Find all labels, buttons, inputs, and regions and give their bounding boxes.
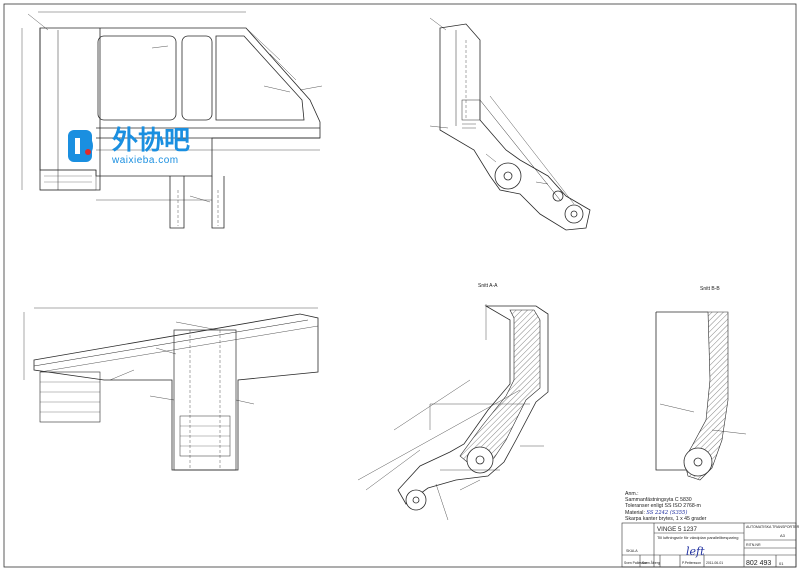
brand-logo-icon (68, 130, 93, 162)
material-handwritten: SS 2242 (S355) (646, 509, 688, 516)
section-a-a: Snitt A-A (357, 283, 549, 521)
drawing-no-label: RITN.NR (746, 543, 761, 547)
note-line-3: Material: SS 2242 (S355) (625, 509, 688, 516)
section-b-b: Snitt B-B (655, 286, 747, 481)
note-line-4: Skarpa kanter brytes, 1 x 45 grader (625, 515, 707, 522)
sheet-number: 01 (779, 561, 784, 566)
section-a-label: Snitt A-A (478, 283, 498, 289)
title-block (621, 522, 797, 568)
watermark-logo: 外协吧 waixieba.com (66, 126, 190, 166)
part-name: VINGE 5 1237 (657, 526, 697, 533)
checker: Sven Åberg (642, 560, 660, 565)
designer: Sven Pallesson (624, 561, 647, 565)
drawing-number: 802 493 (746, 560, 771, 567)
brand-url: waixieba.com (112, 154, 179, 166)
sheet-border (3, 3, 797, 568)
approver: P.Pettersson (682, 561, 701, 565)
view-top-right (429, 17, 591, 231)
title-block-text: VINGE 5 1237 Till luftningsrör för vändp… (624, 525, 800, 567)
format-mark: A3 (780, 533, 786, 538)
brand-name: 外协吧 (112, 125, 191, 156)
notes-heading: Anm.: (625, 491, 639, 497)
section-b-label: Snitt B-B (700, 286, 720, 292)
drawing-notes: Anm.: Sammanfästningsyta C 5830 Tolerans… (625, 491, 706, 522)
scale-label: SKALA (626, 549, 638, 553)
view-bottom-left (23, 307, 319, 471)
part-description: Till luftningsrör för vändplan parallell… (657, 535, 738, 540)
handwritten-annotation: left (686, 545, 705, 558)
company-name: AUTOMATISKA TRANSPORTER (746, 525, 800, 529)
note-line-1: Sammanfästningsyta C 5830 (625, 497, 692, 504)
drawing-date: 2011-06-01 (706, 561, 723, 565)
view-top-left (21, 11, 323, 229)
note-line-2: Toleranser enligt SS ISO 2768-m (625, 503, 701, 510)
